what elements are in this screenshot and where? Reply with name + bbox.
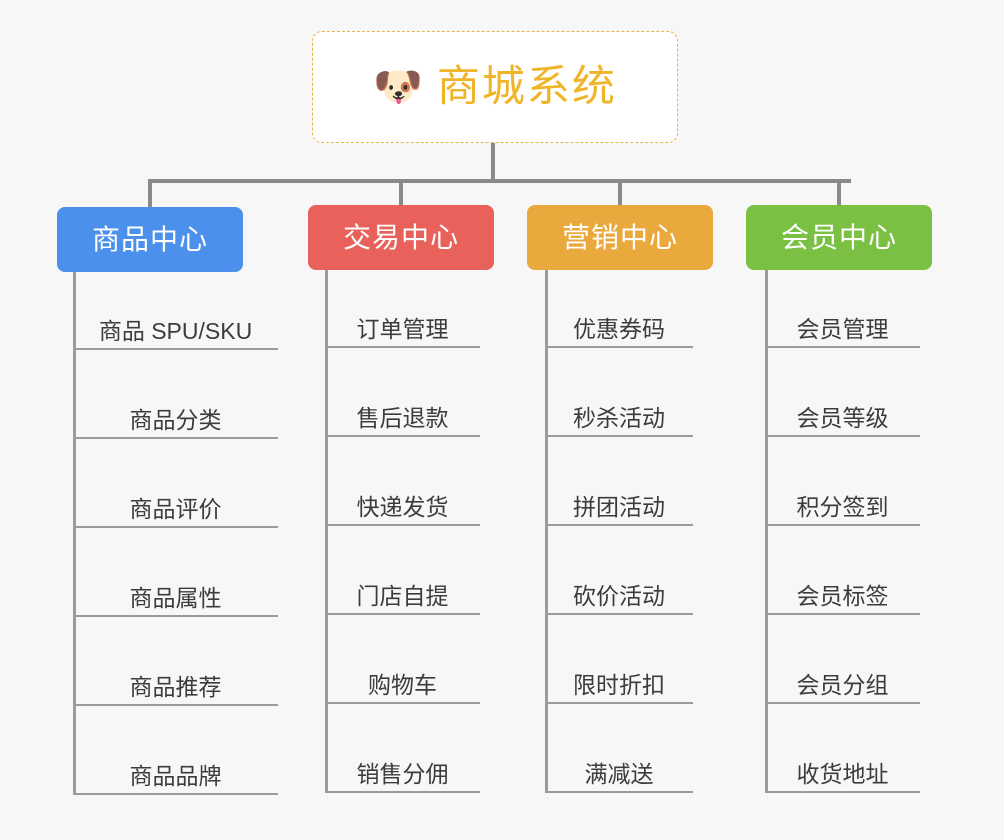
leaf-item[interactable]: 购物车 <box>325 642 480 704</box>
category-label: 营销中心 <box>561 221 678 253</box>
leaf-label: 优惠券码 <box>573 315 665 342</box>
branch-trunk-line <box>325 270 328 793</box>
drop-connector-member-center <box>837 179 841 205</box>
leaf-item[interactable]: 商品 SPU/SKU <box>73 288 278 350</box>
leaf-label: 收货地址 <box>796 760 889 787</box>
branch-trunk-line <box>545 270 548 793</box>
leaf-label: 秒杀活动 <box>573 404 665 431</box>
leaf-label: 购物车 <box>368 671 437 698</box>
leaf-label: 销售分佣 <box>356 760 449 787</box>
leaf-item[interactable]: 售后退款 <box>325 375 480 437</box>
root-node[interactable]: 🐶 商城系统 <box>312 31 678 143</box>
drop-connector-trade-center <box>399 179 403 205</box>
leaf-item[interactable]: 商品推荐 <box>73 644 278 706</box>
leaf-item[interactable]: 积分签到 <box>765 464 920 526</box>
leaf-item[interactable]: 优惠券码 <box>545 286 693 348</box>
category-box-marketing-center[interactable]: 营销中心 <box>527 205 713 270</box>
leaf-label: 商品推荐 <box>129 673 222 700</box>
leaf-item[interactable]: 快递发货 <box>325 464 480 526</box>
leaf-label: 商品评价 <box>129 495 222 522</box>
branch-column-marketing-center: 优惠券码秒杀活动拼团活动砍价活动限时折扣满减送 <box>545 270 693 820</box>
drop-connector-marketing-center <box>618 179 622 205</box>
leaf-item[interactable]: 商品属性 <box>73 555 278 617</box>
horizontal-bus-connector <box>148 179 851 183</box>
leaf-item[interactable]: 商品品牌 <box>73 733 278 795</box>
leaf-label: 售后退款 <box>356 404 449 431</box>
root-title: 商城系统 <box>436 62 617 111</box>
leaf-label: 门店自提 <box>356 582 449 609</box>
leaf-label: 商品属性 <box>129 584 222 611</box>
leaf-item[interactable]: 会员管理 <box>765 286 920 348</box>
leaf-item[interactable]: 拼团活动 <box>545 464 693 526</box>
leaf-item[interactable]: 订单管理 <box>325 286 480 348</box>
leaf-item[interactable]: 会员分组 <box>765 642 920 704</box>
leaf-item[interactable]: 砍价活动 <box>545 553 693 615</box>
leaf-item[interactable]: 会员标签 <box>765 553 920 615</box>
leaf-item[interactable]: 满减送 <box>545 731 693 793</box>
branch-trunk-line <box>765 270 768 793</box>
leaf-label: 会员分组 <box>796 671 889 698</box>
leaf-label: 快递发货 <box>356 493 449 520</box>
branch-column-product-center: 商品 SPU/SKU 商品分类商品评价商品属性商品推荐商品品牌 <box>73 272 278 822</box>
leaf-item[interactable]: 门店自提 <box>325 553 480 615</box>
category-label: 交易中心 <box>342 221 459 253</box>
leaf-label: 满减送 <box>584 760 654 787</box>
leaf-label: 商品分类 <box>129 406 222 433</box>
category-box-trade-center[interactable]: 交易中心 <box>308 205 494 270</box>
leaf-label: 会员等级 <box>796 404 889 431</box>
leaf-item[interactable]: 收货地址 <box>765 731 920 793</box>
leaf-label: 会员标签 <box>796 582 889 609</box>
leaf-label: 商品 SPU/SKU <box>98 317 253 344</box>
leaf-label: 拼团活动 <box>573 493 665 520</box>
leaf-item[interactable]: 销售分佣 <box>325 731 480 793</box>
branch-column-member-center: 会员管理会员等级积分签到会员标签会员分组收货地址 <box>765 270 920 820</box>
leaf-label: 商品品牌 <box>129 762 222 789</box>
leaf-label: 积分签到 <box>796 493 889 520</box>
category-box-member-center[interactable]: 会员中心 <box>746 205 932 270</box>
leaf-item[interactable]: 商品分类 <box>73 377 278 439</box>
leaf-item[interactable]: 会员等级 <box>765 375 920 437</box>
leaf-label: 会员管理 <box>796 315 889 342</box>
leaf-label: 限时折扣 <box>573 671 665 698</box>
drop-connector-product-center <box>148 179 152 207</box>
category-box-product-center[interactable]: 商品中心 <box>57 207 243 272</box>
leaf-label: 砍价活动 <box>573 582 665 609</box>
category-label: 商品中心 <box>91 223 208 255</box>
leaf-item[interactable]: 秒杀活动 <box>545 375 693 437</box>
leaf-item[interactable]: 限时折扣 <box>545 642 693 704</box>
branch-column-trade-center: 订单管理售后退款快递发货门店自提购物车销售分佣 <box>325 270 480 820</box>
category-label: 会员中心 <box>780 221 897 253</box>
dog-face-icon: 🐶 <box>373 65 423 109</box>
leaf-item[interactable]: 商品评价 <box>73 466 278 528</box>
branch-trunk-line <box>73 272 76 795</box>
root-stem-connector <box>491 143 495 179</box>
leaf-label: 订单管理 <box>356 315 449 342</box>
